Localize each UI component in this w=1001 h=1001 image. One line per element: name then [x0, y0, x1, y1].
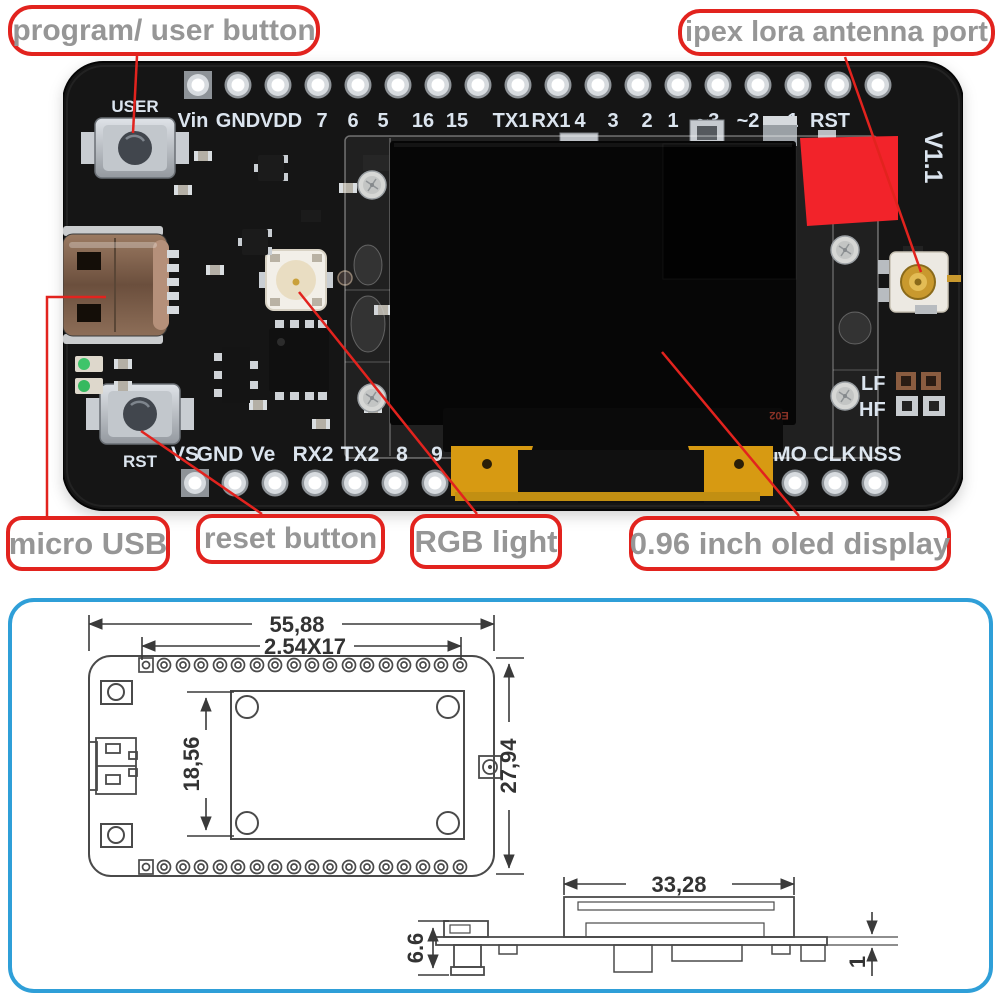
callout-oled-display: 0.96 inch oled display — [629, 516, 951, 571]
lf-label: LF — [861, 373, 885, 395]
red-sticker — [800, 136, 898, 226]
side-view-oled-module — [563, 896, 795, 938]
svg-text:Vin: Vin — [178, 110, 209, 132]
oled-display: E02 — [390, 141, 797, 503]
callout-reset-button: reset button — [196, 514, 385, 564]
side-view-usb — [443, 920, 489, 938]
svg-text:VDD: VDD — [260, 110, 302, 132]
side-view-dimension-lines — [418, 877, 878, 976]
svg-text:Ve: Ve — [251, 443, 276, 466]
side-view-pcb — [435, 936, 828, 946]
callout-micro-usb-text: micro USB — [8, 525, 168, 561]
top-view-ipex — [478, 755, 502, 779]
oled-flex-marking: E02 — [769, 409, 789, 421]
acrylic-screw — [357, 170, 387, 200]
top-pin-holes — [184, 71, 892, 99]
svg-text:GND: GND — [216, 110, 260, 132]
top-view-pin-holes — [138, 657, 468, 673]
dim-pin-pitch: 2.54X17 — [264, 634, 346, 659]
top-view-outline — [88, 655, 502, 877]
acrylic-screw — [830, 381, 860, 411]
dimension-drawing: 55,88 2.54X17 18,56 27,94 33,28 6.6 1 — [88, 612, 898, 976]
callout-ipex-lora-antenna-port: ipex lora antenna port — [678, 9, 995, 56]
svg-text:TX1: TX1 — [493, 110, 530, 132]
dim-pcb-thickness: 1 — [845, 956, 870, 968]
top-pin-labels: Vin GND VDD 7 6 5 16 15 TX1 RX1 4 3 2 1 … — [178, 110, 850, 132]
dim-board-depth: 27,94 — [496, 738, 521, 794]
svg-text:6: 6 — [347, 110, 358, 132]
callout-reset-button-text: reset button — [203, 522, 378, 555]
svg-text:2: 2 — [641, 110, 652, 132]
version-marking: V1.1 — [919, 132, 947, 184]
callout-ipex-text: ipex lora antenna port — [685, 16, 988, 48]
svg-text:3: 3 — [607, 110, 618, 132]
hf-label: HF — [859, 399, 886, 421]
svg-text:16: 16 — [412, 110, 434, 132]
lf-hf-pads: LF HF — [859, 372, 945, 421]
svg-text:NSS: NSS — [858, 443, 901, 466]
svg-text:RST: RST — [810, 110, 850, 132]
callout-oled-display-text: 0.96 inch oled display — [629, 525, 951, 561]
dim-board-width: 55,88 — [269, 612, 324, 637]
user-button-label: USER — [111, 97, 158, 116]
dim-overall-height: 6.6 — [403, 933, 428, 964]
dim-oled-width: 33,28 — [651, 872, 706, 897]
dimension-lines — [88, 615, 524, 875]
svg-text:RX1: RX1 — [532, 110, 571, 132]
svg-text:~2: ~2 — [737, 110, 760, 132]
svg-text:GND: GND — [197, 443, 244, 466]
svg-text:VS: VS — [171, 443, 199, 466]
svg-text:7: 7 — [316, 110, 327, 132]
top-view-usb — [88, 737, 138, 795]
svg-text:CLK: CLK — [813, 443, 856, 466]
dimension-drawing-panel: 55,88 2.54X17 18,56 27,94 33,28 6.6 1 — [8, 598, 993, 993]
callout-rgb-light: RGB light — [410, 514, 562, 569]
pcb-board-photo: Vin GND VDD 7 6 5 16 15 TX1 RX1 4 3 2 1 … — [63, 61, 963, 511]
micro-usb-connector — [63, 226, 179, 344]
rgb-led — [259, 249, 333, 311]
callout-rgb-light-text: RGB light — [414, 523, 558, 559]
bottom-view-pin-holes — [138, 859, 468, 875]
callout-micro-usb: micro USB — [6, 516, 170, 571]
reset-button-label: RST — [123, 452, 158, 471]
callout-program-user-button: program/ user button — [8, 5, 320, 56]
dim-cutout-height: 18,56 — [179, 736, 204, 791]
side-view — [435, 896, 898, 976]
acrylic-screw — [357, 383, 387, 413]
svg-text:4: 4 — [574, 110, 586, 132]
top-view-display-cutout — [230, 690, 465, 840]
svg-text:1: 1 — [667, 110, 678, 132]
svg-text:5: 5 — [377, 110, 388, 132]
acrylic-screw — [830, 235, 860, 265]
svg-text:RX2: RX2 — [293, 443, 334, 466]
reset-button: RST — [86, 383, 194, 471]
svg-text:15: 15 — [446, 110, 468, 132]
callout-program-user-button-text: program/ user button — [12, 13, 316, 47]
